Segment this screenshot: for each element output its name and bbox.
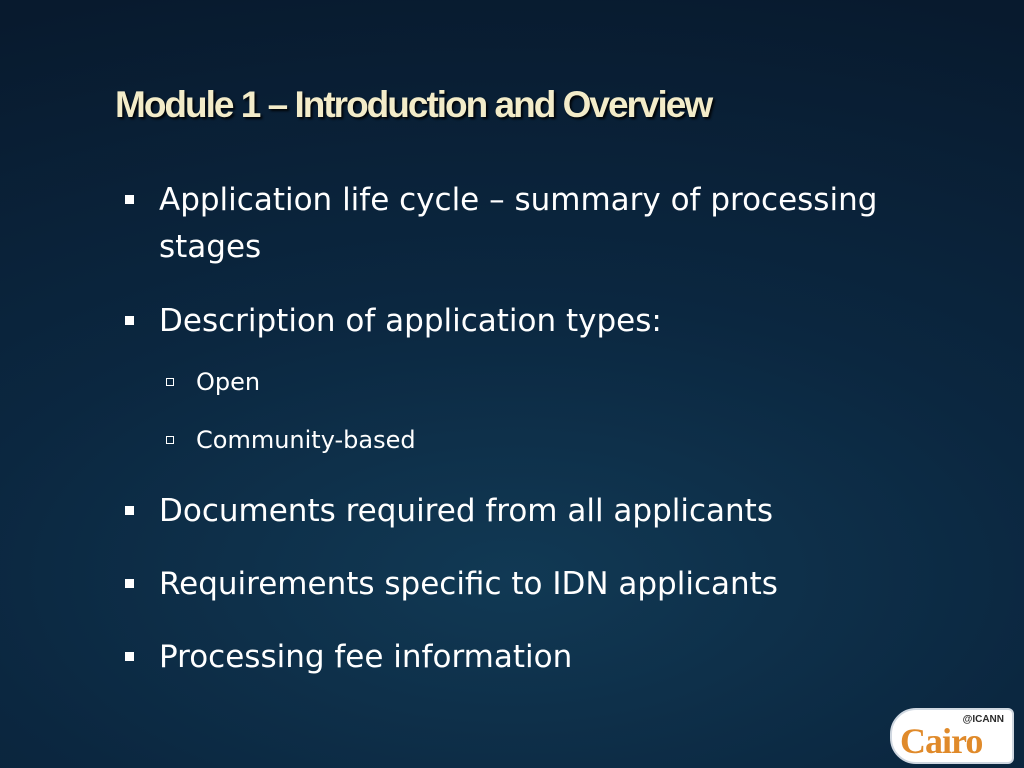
bullet-item: Application life cycle – summary of proc… <box>120 177 930 271</box>
sub-bullet-item: Open <box>162 365 260 399</box>
bullet-item: Description of application types: <box>120 298 930 345</box>
icann-cairo-logo: @ICANN Cairo <box>890 708 1014 764</box>
hollow-square-bullet-icon <box>166 378 174 386</box>
sub-bullet-item: Community-based <box>162 423 416 457</box>
bullet-text: Processing fee information <box>159 639 573 675</box>
square-bullet-icon <box>125 506 134 515</box>
square-bullet-icon <box>125 579 134 588</box>
bullet-text: Application life cycle – summary of proc… <box>159 182 878 265</box>
bullet-text: Documents required from all applicants <box>159 493 773 529</box>
logo-word-text: Cairo <box>900 721 983 761</box>
square-bullet-icon <box>125 652 134 661</box>
bullet-item: Processing fee information <box>120 634 930 681</box>
sub-bullet-text: Open <box>196 368 261 396</box>
square-bullet-icon <box>125 316 134 325</box>
bullet-item: Documents required from all applicants <box>120 488 930 535</box>
bullet-text: Description of application types: <box>159 303 662 339</box>
square-bullet-icon <box>125 195 134 204</box>
bullet-text: Requirements specific to IDN applicants <box>159 566 778 602</box>
sub-bullet-text: Community-based <box>196 426 416 454</box>
bullet-item: Requirements specific to IDN applicants <box>120 561 930 608</box>
logo-brand-text: @ICANN <box>962 714 1004 725</box>
slide-title: Module 1 – Introduction and Overview <box>115 84 713 125</box>
hollow-square-bullet-icon <box>166 436 174 444</box>
